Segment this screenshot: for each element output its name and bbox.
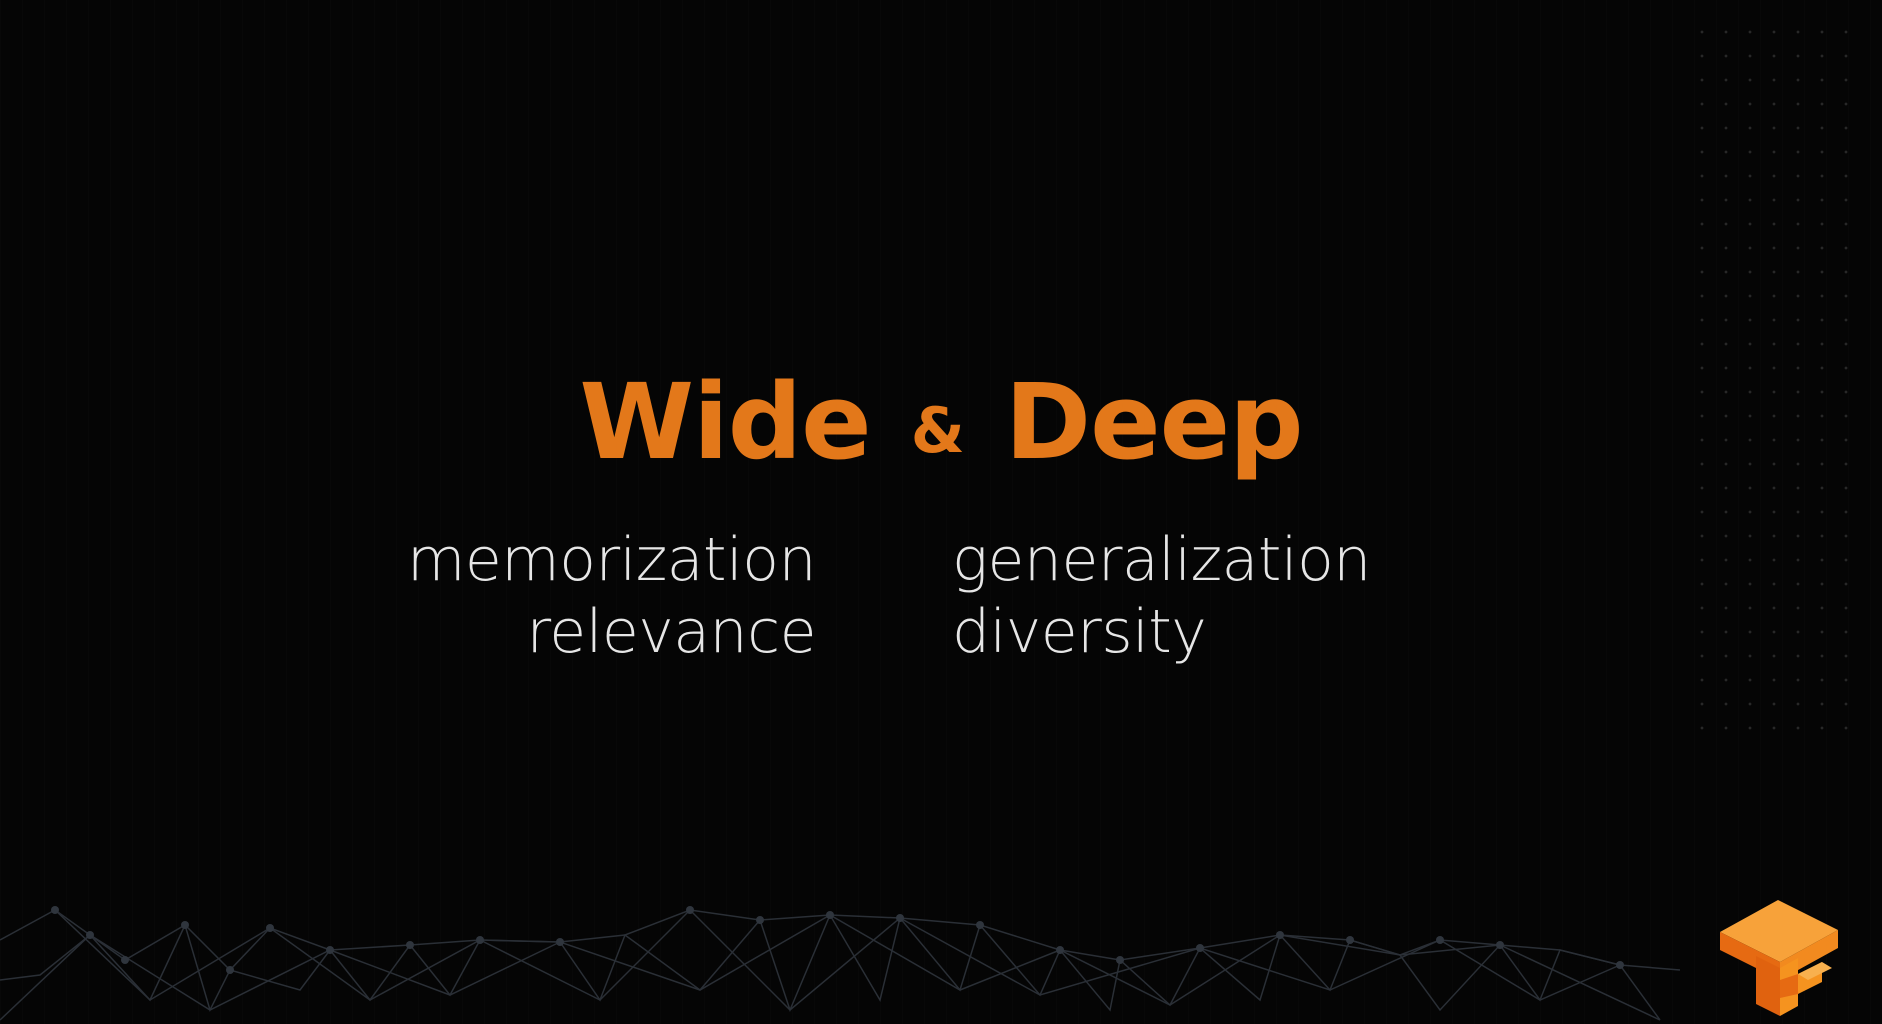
tensorflow-logo-icon: [1720, 900, 1838, 1016]
term-memorization: memorization: [406, 525, 817, 595]
title-ampersand: &: [910, 394, 965, 467]
term-diversity: diversity: [952, 597, 1207, 667]
term-relevance: relevance: [526, 597, 816, 667]
slide-title: Wide&Deep: [0, 370, 1882, 474]
network-mesh-decoration: [0, 906, 1681, 1021]
title-deep: Deep: [1004, 361, 1304, 483]
term-generalization: generalization: [952, 525, 1371, 595]
deep-terms-list: generalization diversity: [952, 524, 1371, 668]
title-wide: Wide: [579, 361, 871, 483]
wide-terms-list: memorization relevance: [406, 524, 817, 668]
dot-grid-decoration: [1690, 20, 1860, 740]
